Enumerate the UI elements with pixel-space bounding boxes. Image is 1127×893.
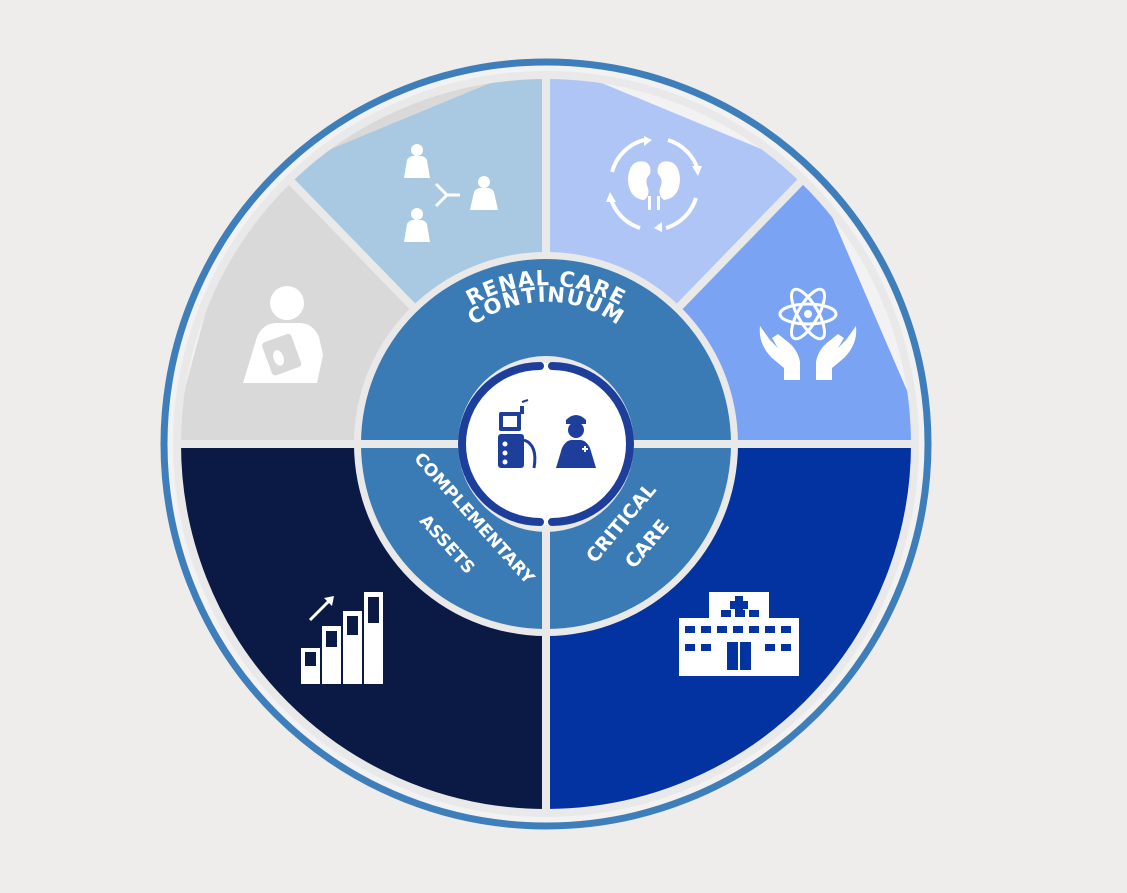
atom-in-hands-icon <box>759 287 857 380</box>
hub <box>458 356 634 532</box>
dialysis-machine-and-nurse-icon <box>498 399 596 469</box>
care-team-network-icon <box>404 144 498 242</box>
growth-chart-icon <box>301 592 383 684</box>
patient-with-kidney-icon <box>243 286 323 383</box>
hospital-icon <box>679 592 799 676</box>
kidney-cycle-icon <box>606 136 702 232</box>
